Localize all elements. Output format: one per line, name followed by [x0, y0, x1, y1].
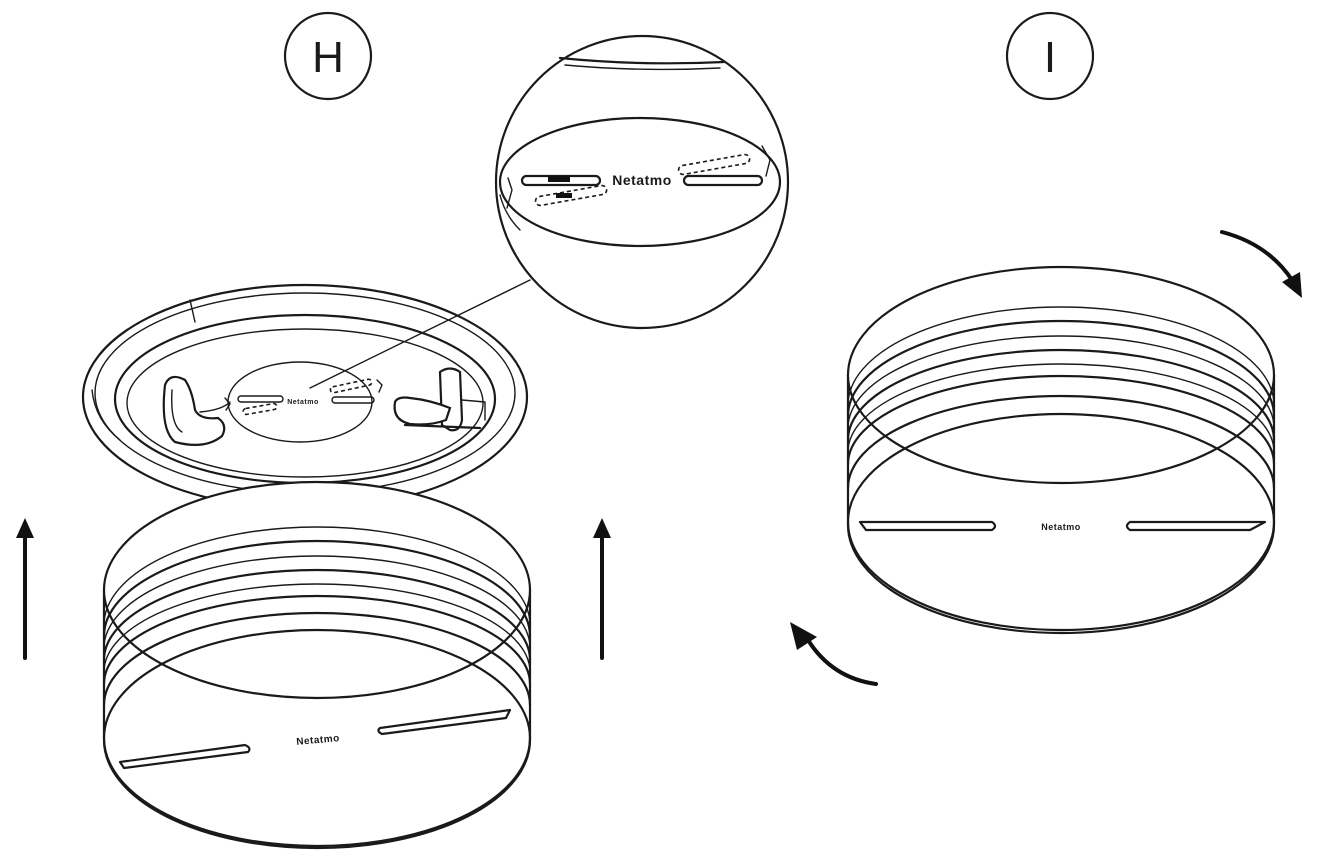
detector-i: Netatmo — [846, 265, 1276, 635]
detector-i-brand-text: Netatmo — [1041, 522, 1081, 532]
step-h-badge: H — [283, 11, 373, 101]
rotate-arrow-top — [1220, 230, 1302, 298]
step-i-badge: I — [1005, 11, 1095, 101]
detector-h: Netatmo — [102, 480, 532, 850]
step-i-circle — [1005, 11, 1095, 101]
left-clip — [162, 375, 231, 447]
step-i-label: I — [1044, 33, 1056, 82]
up-arrow-left — [16, 518, 34, 660]
zoom-brand-text: Netatmo — [612, 172, 672, 188]
detector-h-brand-text: Netatmo — [296, 733, 340, 748]
step-h-circle — [283, 11, 373, 101]
zoom-detail: Netatmo — [494, 34, 790, 330]
mounting-plate: Netatmo — [81, 279, 531, 511]
step-h-label: H — [312, 33, 344, 82]
plate-brand-text: Netatmo — [287, 399, 319, 406]
up-arrow-right — [593, 518, 611, 660]
rotate-arrow-bottom — [790, 622, 878, 686]
zoom-leader-line — [309, 279, 531, 389]
right-clip — [393, 367, 486, 432]
plate-center-disc: Netatmo — [224, 361, 383, 443]
zoom-circle — [494, 34, 790, 330]
